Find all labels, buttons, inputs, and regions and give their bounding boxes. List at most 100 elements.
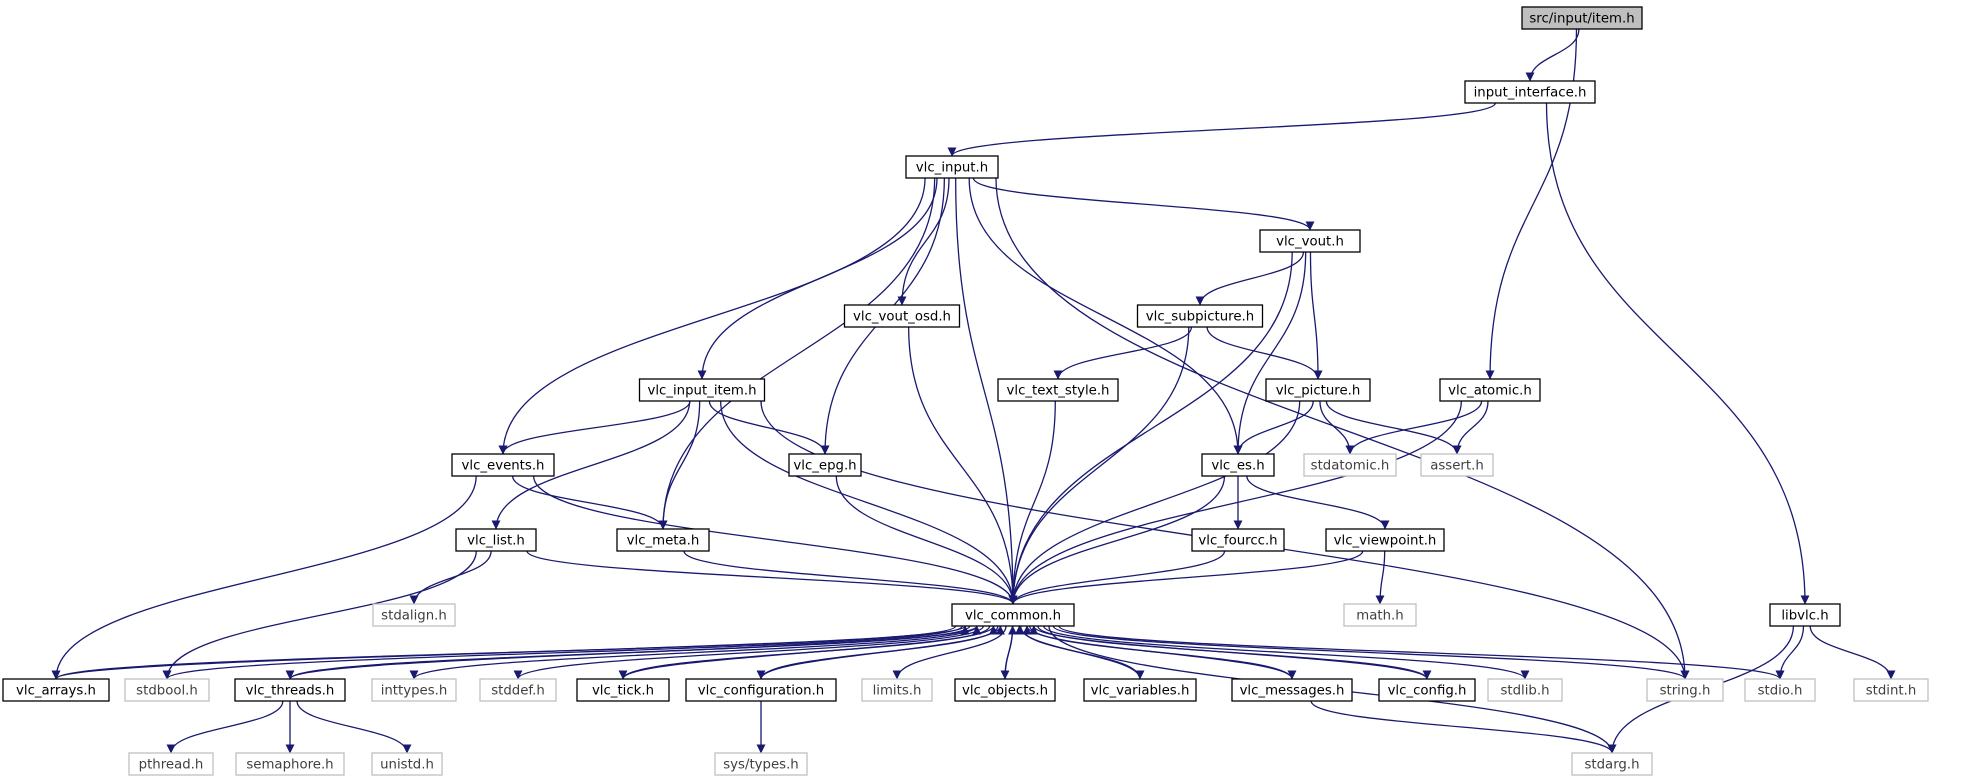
- node-label: vlc_vout_osd.h: [853, 310, 951, 325]
- node-label: math.h: [1356, 609, 1403, 624]
- edge-vlc_common_h-to-stdlib_h: [1043, 625, 1530, 680]
- edge-vlc_config_h-to-vlc_common_h: [1029, 625, 1428, 680]
- edge-vlc_common_h-to-stdio_h: [1058, 625, 1785, 680]
- node-box: [372, 603, 456, 627]
- node-label: vlc_meta.h: [627, 534, 700, 549]
- edge-vlc_input_item_h-to-vlc_meta_h: [658, 400, 701, 530]
- node-vlc-input-h[interactable]: vlc_input.h: [905, 155, 999, 179]
- edge-vlc_objects_h-to-vlc_common_h: [1004, 625, 1018, 680]
- node-vlc-atomic-h[interactable]: vlc_atomic.h: [1439, 378, 1541, 402]
- node-label: stdarg.h: [1584, 758, 1639, 773]
- node-label: vlc_objects.h: [962, 684, 1048, 699]
- node-label: vlc_configuration.h: [698, 684, 824, 699]
- node-vlc-subpicture-h[interactable]: vlc_subpicture.h: [1136, 304, 1264, 328]
- node-label: vlc_input.h: [916, 161, 988, 176]
- node-box: [451, 453, 555, 477]
- edge-item_h-to-input_interface_h: [1525, 28, 1580, 82]
- node-vlc-common-h[interactable]: vlc_common.h: [951, 603, 1075, 627]
- edge-vlc_meta_h-to-vlc_common_h: [683, 550, 1018, 605]
- node-label: stdlib.h: [1500, 684, 1549, 699]
- edges: [51, 28, 1896, 754]
- node-label: libvlc.h: [1781, 609, 1828, 624]
- node-box: [371, 752, 443, 776]
- edge-vlc_messages_h-to-stdarg_h: [1310, 700, 1617, 754]
- node-box: [1744, 678, 1816, 702]
- node-vlc-list-h[interactable]: vlc_list.h: [455, 528, 537, 552]
- node-label: unistd.h: [380, 758, 434, 773]
- node-box: [1343, 603, 1417, 627]
- node-stdarg-h: stdarg.h: [1571, 752, 1653, 776]
- node-vlc-configuration-h[interactable]: vlc_configuration.h: [685, 678, 837, 702]
- node-label: vlc_events.h: [462, 459, 545, 474]
- node-box: [1521, 6, 1643, 30]
- node-vlc-config-h[interactable]: vlc_config.h: [1378, 678, 1476, 702]
- node-box: [2, 678, 110, 702]
- edge-vlc_subpicture_h-to-vlc_picture_h: [1206, 326, 1323, 380]
- node-label: vlc_fourcc.h: [1198, 534, 1277, 549]
- edge-vlc_vout_h-to-vlc_common_h: [1008, 251, 1293, 605]
- edge-vlc_input_h-to-string_h: [995, 177, 1690, 680]
- node-pthread-h: pthread.h: [128, 752, 214, 776]
- node-vlc-viewpoint-h[interactable]: vlc_viewpoint.h: [1325, 528, 1445, 552]
- node-box: [685, 678, 837, 702]
- edge-vlc_picture_h-to-assert_h: [1325, 400, 1462, 455]
- edge-vlc_threads_h-to-pthread_h: [166, 700, 284, 754]
- edge-input_interface_h-to-vlc_input_h: [947, 102, 1496, 157]
- node-label: assert.h: [1430, 459, 1484, 474]
- node-vlc-messages-h[interactable]: vlc_messages.h: [1231, 678, 1353, 702]
- node-box: [714, 752, 808, 776]
- node-vlc-es-h[interactable]: vlc_es.h: [1201, 453, 1275, 477]
- edge-vlc_picture_h-to-vlc_common_h: [1008, 400, 1301, 605]
- node-stdint-h: stdint.h: [1853, 678, 1929, 702]
- edge-vlc_events_h-to-vlc_common_h: [532, 475, 1018, 605]
- node-label: vlc_threads.h: [246, 684, 335, 699]
- node-box: [1136, 304, 1264, 328]
- node-label: string.h: [1660, 684, 1711, 699]
- node-label: semaphore.h: [246, 758, 333, 773]
- node-stddef-h: stddef.h: [479, 678, 557, 702]
- node-vlc-tick-h[interactable]: vlc_tick.h: [576, 678, 670, 702]
- node-vlc-epg-h[interactable]: vlc_epg.h: [788, 453, 862, 477]
- node-stdalign-h: stdalign.h: [372, 603, 456, 627]
- node-vlc-fourcc-h[interactable]: vlc_fourcc.h: [1191, 528, 1285, 552]
- node-box: [576, 678, 670, 702]
- node-vlc-vout-h[interactable]: vlc_vout.h: [1259, 229, 1361, 253]
- node-input-interface-h[interactable]: input_interface.h: [1464, 80, 1596, 104]
- edge-vlc_vout_h-to-vlc_subpicture_h: [1195, 251, 1305, 306]
- node-vlc-text-style-h[interactable]: vlc_text_style.h: [997, 378, 1119, 402]
- node-vlc-meta-h[interactable]: vlc_meta.h: [616, 528, 710, 552]
- node-label: vlc_es.h: [1211, 459, 1264, 474]
- node-sys-types-h: sys/types.h: [714, 752, 808, 776]
- node-box: [1191, 528, 1285, 552]
- edge-vlc_text_style_h-to-vlc_common_h: [1008, 400, 1056, 605]
- node-box: [1464, 80, 1596, 104]
- edge-vlc_vout_osd_h-to-vlc_common_h: [908, 326, 1018, 605]
- node-label: vlc_config.h: [1388, 684, 1467, 699]
- node-box: [1420, 453, 1494, 477]
- node-vlc-vout-osd-h[interactable]: vlc_vout_osd.h: [843, 304, 961, 328]
- edge-vlc_configuration_h-to-vlc_common_h: [760, 625, 1005, 680]
- node-vlc-picture-h[interactable]: vlc_picture.h: [1265, 378, 1371, 402]
- edge-vlc_fourcc_h-to-vlc_common_h: [1008, 550, 1226, 605]
- node-unistd-h: unistd.h: [371, 752, 443, 776]
- node-vlc-threads-h[interactable]: vlc_threads.h: [234, 678, 346, 702]
- node-item-h[interactable]: src/input/item.h: [1521, 6, 1643, 30]
- edge-vlc_viewpoint_h-to-vlc_common_h: [1008, 550, 1364, 605]
- node-box: [1439, 378, 1541, 402]
- node-vlc-arrays-h[interactable]: vlc_arrays.h: [2, 678, 110, 702]
- node-box: [234, 678, 346, 702]
- node-vlc-input-item-h[interactable]: vlc_input_item.h: [638, 378, 766, 402]
- node-label: stdatomic.h: [1311, 459, 1390, 474]
- node-box: [479, 678, 557, 702]
- node-box: [616, 528, 710, 552]
- node-limits-h: limits.h: [861, 678, 933, 702]
- node-box: [997, 378, 1119, 402]
- edge-vlc_es_h-to-vlc_viewpoint_h: [1246, 475, 1390, 530]
- edge-vlc_threads_h-to-vlc_common_h: [289, 625, 982, 680]
- node-libvlc-h[interactable]: libvlc.h: [1769, 603, 1841, 627]
- node-vlc-variables-h[interactable]: vlc_variables.h: [1083, 678, 1197, 702]
- node-vlc-objects-h[interactable]: vlc_objects.h: [954, 678, 1056, 702]
- node-label: sys/types.h: [723, 758, 799, 773]
- node-vlc-events-h[interactable]: vlc_events.h: [451, 453, 555, 477]
